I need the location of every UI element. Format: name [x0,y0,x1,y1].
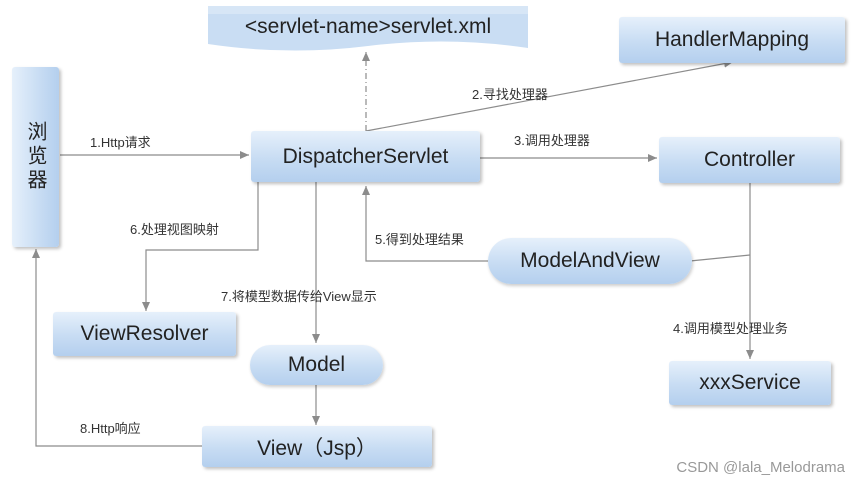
edge-8-arrow [32,249,202,447]
handler-mapping-label: HandlerMapping [654,28,810,51]
controller-node: Controller [659,137,840,183]
edge-6-arrow [142,182,259,311]
watermark: CSDN @lala_Melodrama [676,459,845,476]
browser-node: 浏览器 [12,67,59,247]
edge-4-label: 4.调用模型处理业务 [673,321,788,336]
model-and-view-node: ModelAndView [488,238,692,284]
dispatcher-servlet-label: DispatcherServlet [282,144,449,168]
edge-2-label: 2.寻找处理器 [472,87,548,102]
service-label: xxxService [699,371,801,394]
banner-shape [208,6,528,51]
servlet-xml-label: <servlet-name>servlet.xml [244,15,492,38]
service-node: xxxService [669,361,831,405]
edge-6-label: 6.处理视图映射 [130,222,219,237]
edge-3-label: 3.调用处理器 [514,133,590,148]
edge-2-arrow [365,59,734,132]
servlet-xml-node: <servlet-name>servlet.xml [208,6,528,54]
model-and-view-label: ModelAndView [520,249,660,272]
edge-7-label: 7.将模型数据传给View显示 [221,289,377,304]
browser-label: 浏览器 [24,121,46,193]
view-label: View（Jsp） [257,436,377,460]
view-resolver-label: ViewResolver [80,322,209,345]
edge-5-connector [689,254,751,262]
handler-mapping-node: HandlerMapping [619,17,845,63]
view-node: View（Jsp） [202,426,432,467]
model-label: Model [287,353,346,376]
edge-8-label: 8.Http响应 [80,421,141,436]
controller-label: Controller [703,148,796,171]
dispatcher-servlet-node: DispatcherServlet [251,131,480,182]
edge-1-label: 1.Http请求 [90,135,151,150]
edge-5-label: 5.得到处理结果 [375,232,464,247]
view-resolver-node: ViewResolver [53,312,236,356]
model-node: Model [250,345,383,385]
edge-5-arrow [362,186,488,262]
